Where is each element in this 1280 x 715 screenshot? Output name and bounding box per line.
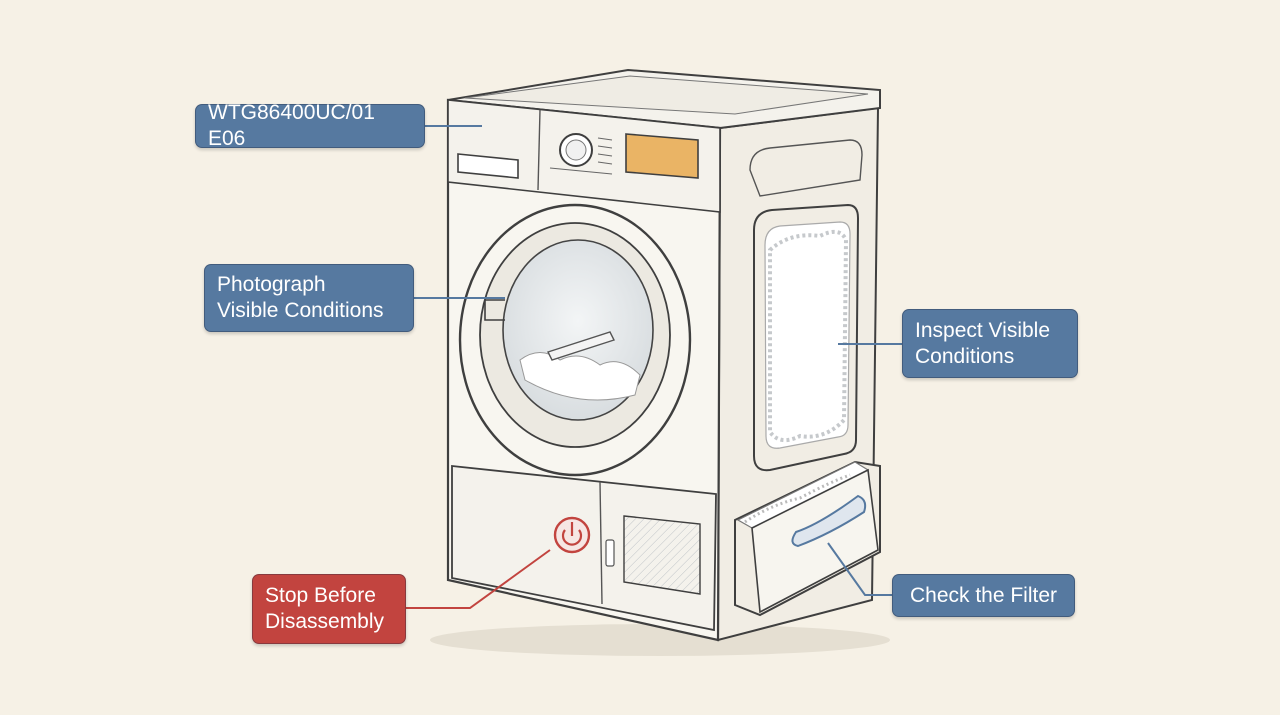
stop-line-2: Disassembly [265,610,385,633]
filter-drawer[interactable] [734,460,881,617]
knob-icon[interactable] [559,133,593,167]
model-code-label: WTG86400UC/01 E06 [195,101,425,150]
photograph-line-1: Photograph [217,273,326,296]
detergent-drawer[interactable] [457,153,519,179]
inspect-conditions-label: Inspect Visible Conditions [902,309,1078,378]
knob-tick-marks [549,137,613,175]
inspect-line-2: Conditions [915,344,1015,368]
stop-line-1: Stop Before [265,584,376,607]
kick-divider [599,481,603,605]
leader-stop [406,549,551,609]
check-filter-text: Check the Filter [909,583,1058,607]
photograph-line-2: Visible Conditions [217,299,384,322]
inspect-line-1: Inspect Visible [915,318,1051,342]
photograph-conditions-label: Photograph Visible Conditions [204,264,414,332]
condenser-panel[interactable] [753,203,860,472]
vent-grille [623,515,701,595]
leader-lines [406,125,904,609]
small-switch[interactable] [605,539,615,567]
model-code-text: WTG86400UC/01 E06 [208,101,375,150]
top-inner-edge [464,75,869,115]
floor-shadow [430,624,890,656]
check-filter-label: Check the Filter [892,574,1075,617]
control-divider [537,109,541,191]
leader-check-filter [827,542,894,596]
stop-before-disassembly-label: Stop Before Disassembly [252,574,406,644]
power-icon[interactable] [553,516,591,554]
dryer-door[interactable] [458,203,692,477]
side-handle-recess [749,139,863,197]
display-panel [625,133,699,179]
